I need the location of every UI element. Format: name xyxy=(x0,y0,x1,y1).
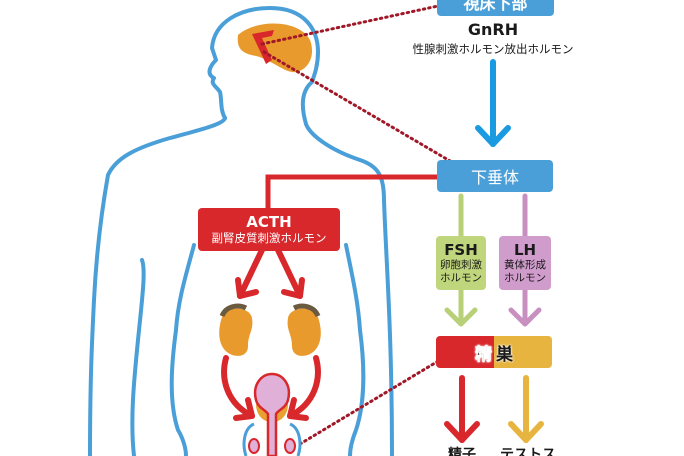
testosterone-arrow xyxy=(508,375,544,443)
leader-pituitary xyxy=(262,50,464,170)
acth-box: ACTH 副腎皮質刺激ホルモン xyxy=(198,208,340,251)
left-forearm-outline xyxy=(130,258,146,456)
leader-testes xyxy=(298,358,442,446)
left-vas-deferens xyxy=(242,422,255,456)
hypothalamus-box: 視床下部 xyxy=(437,0,554,16)
fsh-name-line2: ホルモン xyxy=(440,271,482,284)
left-shoulder-outline xyxy=(88,116,227,456)
acth-name: 副腎皮質刺激ホルモン xyxy=(211,230,327,245)
left-arm-inner-outline xyxy=(169,243,196,456)
pituitary-box: 下垂体 xyxy=(437,160,553,192)
reproductive-organs xyxy=(242,372,302,456)
gnrh-abbr: GnRH xyxy=(467,20,519,39)
dotted-leaders xyxy=(260,4,464,446)
right-testis xyxy=(284,438,296,454)
left-adrenal-cap xyxy=(219,303,248,318)
hypothalamus-label: 視床下部 xyxy=(463,0,528,13)
sperm-arrow xyxy=(444,375,480,443)
fsh-box: FSH 卵胞刺激 ホルモン xyxy=(436,236,486,290)
fsh-name-line1: 卵胞刺激 xyxy=(440,258,482,271)
lh-box: LH 黄体形成 ホルモン xyxy=(499,236,551,290)
acth-abbr: ACTH xyxy=(246,212,292,231)
body-outline xyxy=(88,6,394,456)
right-arm-inner-outline xyxy=(344,243,366,456)
fsh-lines xyxy=(444,193,478,327)
testes-box-left: 精 xyxy=(436,336,494,368)
adrenal-to-prostate-arrows xyxy=(221,355,321,421)
lh-name-line1: 黄体形成 xyxy=(504,258,546,271)
bladder xyxy=(253,372,291,456)
testes-box: 精 巣 xyxy=(436,336,552,368)
right-adrenal-cap xyxy=(292,303,321,318)
testosterone-label: テストス xyxy=(500,447,556,456)
right-vas-deferens xyxy=(289,422,302,456)
testes-label-right: 巣 xyxy=(496,344,513,365)
pituitary-label: 下垂体 xyxy=(470,168,519,187)
testes-label-left: 精 xyxy=(475,344,493,365)
lh-name-line2: ホルモン xyxy=(504,271,546,284)
head-outline xyxy=(207,6,320,126)
leader-hypothalamus xyxy=(260,4,440,46)
acth-to-adrenal-arrows xyxy=(235,247,305,299)
lh-lines xyxy=(508,193,542,327)
brain-shape xyxy=(237,23,313,73)
testes-box-right: 巣 xyxy=(494,336,552,368)
gnrh-arrow xyxy=(475,59,511,147)
adrenal-glands xyxy=(219,303,321,356)
fsh-abbr: FSH xyxy=(444,240,478,259)
left-kidney xyxy=(219,308,253,356)
right-kidney xyxy=(287,308,321,356)
acth-connector xyxy=(265,174,438,210)
left-testis xyxy=(248,438,260,454)
gnrh-name: 性腺刺激ホルモン放出ホルモン xyxy=(412,42,574,56)
right-shoulder-outline xyxy=(304,122,394,456)
sperm-label: 精子 xyxy=(448,447,476,456)
lh-abbr: LH xyxy=(513,240,537,259)
